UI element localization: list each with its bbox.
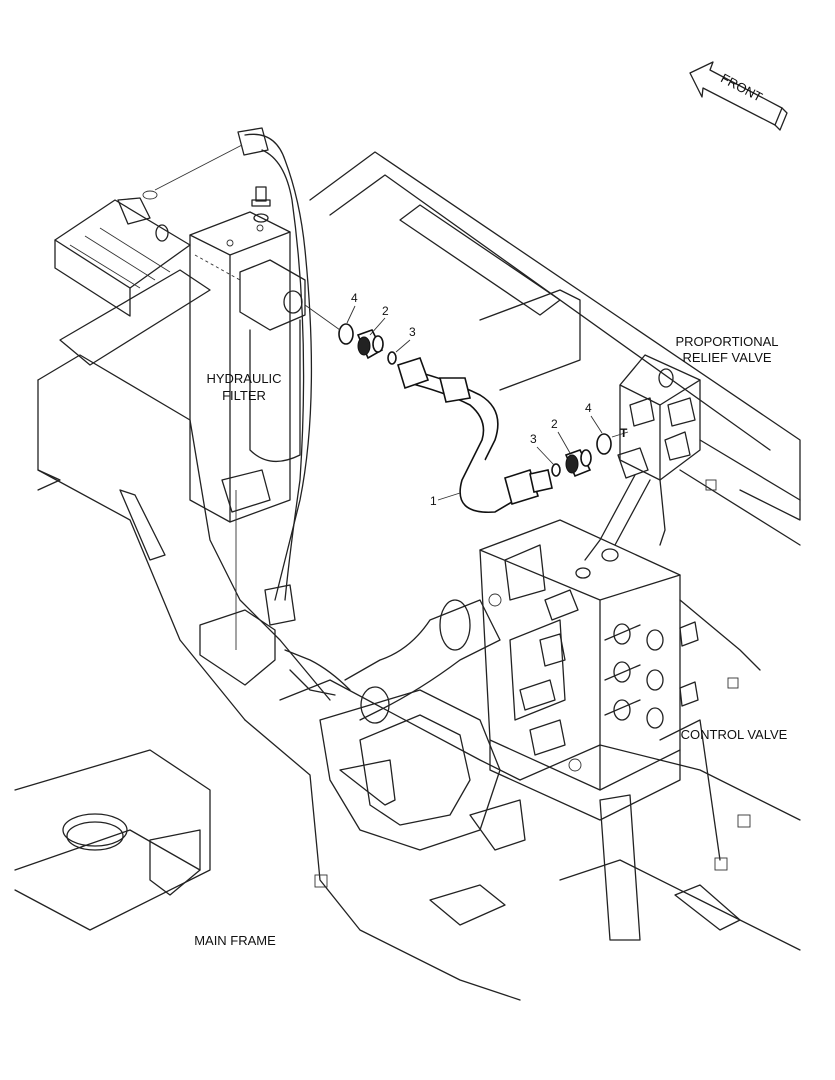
right-fittings: [551, 433, 612, 478]
hydraulic-filter: [189, 186, 306, 650]
callout-hose: 1: [430, 494, 437, 508]
callouts: 1 4 2 3 3 2 4: [346, 291, 603, 508]
callout-nut-left: 3: [409, 325, 416, 339]
relief-valve-label-line1: PROPORTIONAL: [675, 334, 778, 349]
control-valve: [479, 519, 761, 821]
port-t-label: T: [620, 426, 628, 440]
callout-connector-right: 2: [551, 417, 558, 431]
main-frame-label: MAIN FRAME: [194, 933, 276, 948]
return-hose: [117, 127, 501, 724]
hydraulic-filter-label-line2: FILTER: [222, 388, 266, 403]
left-fittings: [304, 304, 397, 365]
callout-connector-left: 2: [382, 304, 389, 318]
callout-oring-left: 4: [351, 291, 358, 305]
callout-oring-right: 4: [585, 401, 592, 415]
main-frame-structure: [14, 151, 801, 1001]
proportional-relief-valve: [584, 354, 701, 561]
hydraulic-filter-label-line1: HYDRAULIC: [206, 371, 281, 386]
hose-assembly: [397, 357, 553, 513]
relief-valve-label-line2: RELIEF VALVE: [682, 350, 771, 365]
callout-nut-right: 3: [530, 432, 537, 446]
front-arrow: FRONT: [689, 61, 788, 131]
control-valve-label: CONTROL VALVE: [681, 727, 788, 742]
